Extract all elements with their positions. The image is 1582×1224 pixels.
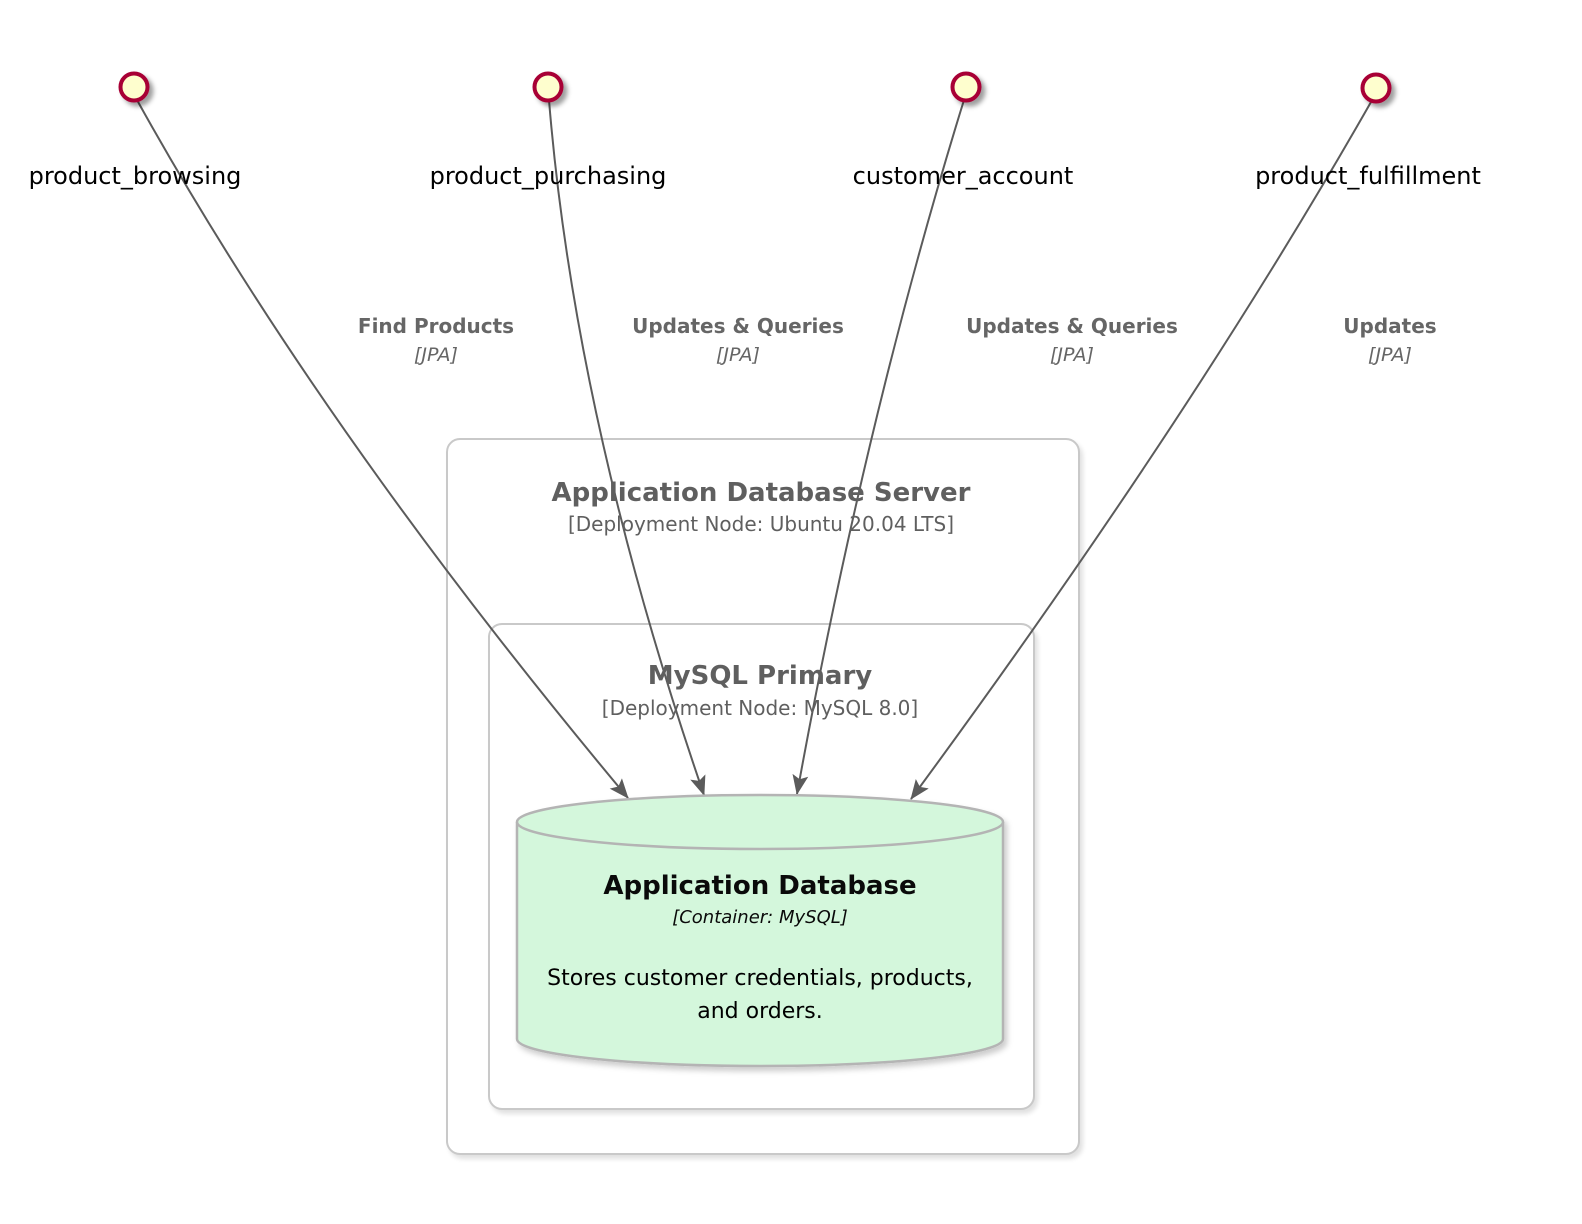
relationship-name: Updates & Queries xyxy=(632,314,844,338)
relationship-label-find-products: Find Products [JPA] xyxy=(358,312,514,370)
relationship-technology: [JPA] xyxy=(414,344,458,366)
deployment-node-inner-title: MySQL Primary xyxy=(647,661,873,691)
deployment-node-outer-title: Application Database Server xyxy=(551,478,971,508)
interface-circle-product-fulfillment xyxy=(1360,72,1392,104)
database-type: [Container: MySQL] xyxy=(672,907,848,928)
relationship-technology: [JPA] xyxy=(1050,344,1094,366)
interface-label-product-purchasing: product_purchasing xyxy=(429,162,667,190)
database-description: Stores customer credentials, products, a… xyxy=(547,966,973,1024)
interface-circle-product-purchasing xyxy=(532,71,564,103)
interface-label-customer-account: customer_account xyxy=(852,162,1074,190)
relationship-name: Find Products xyxy=(357,314,515,338)
interface-circles xyxy=(118,71,1392,104)
database-cylinder-body xyxy=(515,822,1005,1068)
relationship-arrow-updates-queries-1 xyxy=(548,99,706,796)
interface-circle-product-browsing xyxy=(118,71,150,103)
relationship-name: Updates & Queries xyxy=(966,314,1178,338)
relationship-label-updates: Updates [JPA] xyxy=(1343,312,1436,370)
interface-label-product-browsing: product_browsing xyxy=(28,162,242,190)
relationship-name: Updates xyxy=(1343,314,1437,338)
relationship-technology: [JPA] xyxy=(1368,344,1412,366)
relationship-lines xyxy=(136,99,1372,800)
relationship-arrow-updates xyxy=(910,101,1372,800)
relationship-arrow-updates-queries-2 xyxy=(792,99,965,795)
interface-label-product-fulfillment: product_fulfillment xyxy=(1255,162,1481,190)
database-cylinder xyxy=(515,793,1005,1068)
relationship-label-updates-queries-1: Updates & Queries [JPA] xyxy=(632,312,844,370)
relationship-label-updates-queries-2: Updates & Queries [JPA] xyxy=(966,312,1178,370)
deployment-node-outer-subtitle: [Deployment Node: Ubuntu 20.04 LTS] xyxy=(567,512,955,536)
relationship-technology: [JPA] xyxy=(716,344,760,366)
deployment-node-inner-subtitle: [Deployment Node: MySQL 8.0] xyxy=(601,696,919,720)
database-cylinder-top xyxy=(515,793,1005,851)
database-title: Application Database xyxy=(603,871,917,901)
interface-circle-customer-account xyxy=(950,71,982,103)
relationship-arrow-find-products xyxy=(136,99,629,799)
